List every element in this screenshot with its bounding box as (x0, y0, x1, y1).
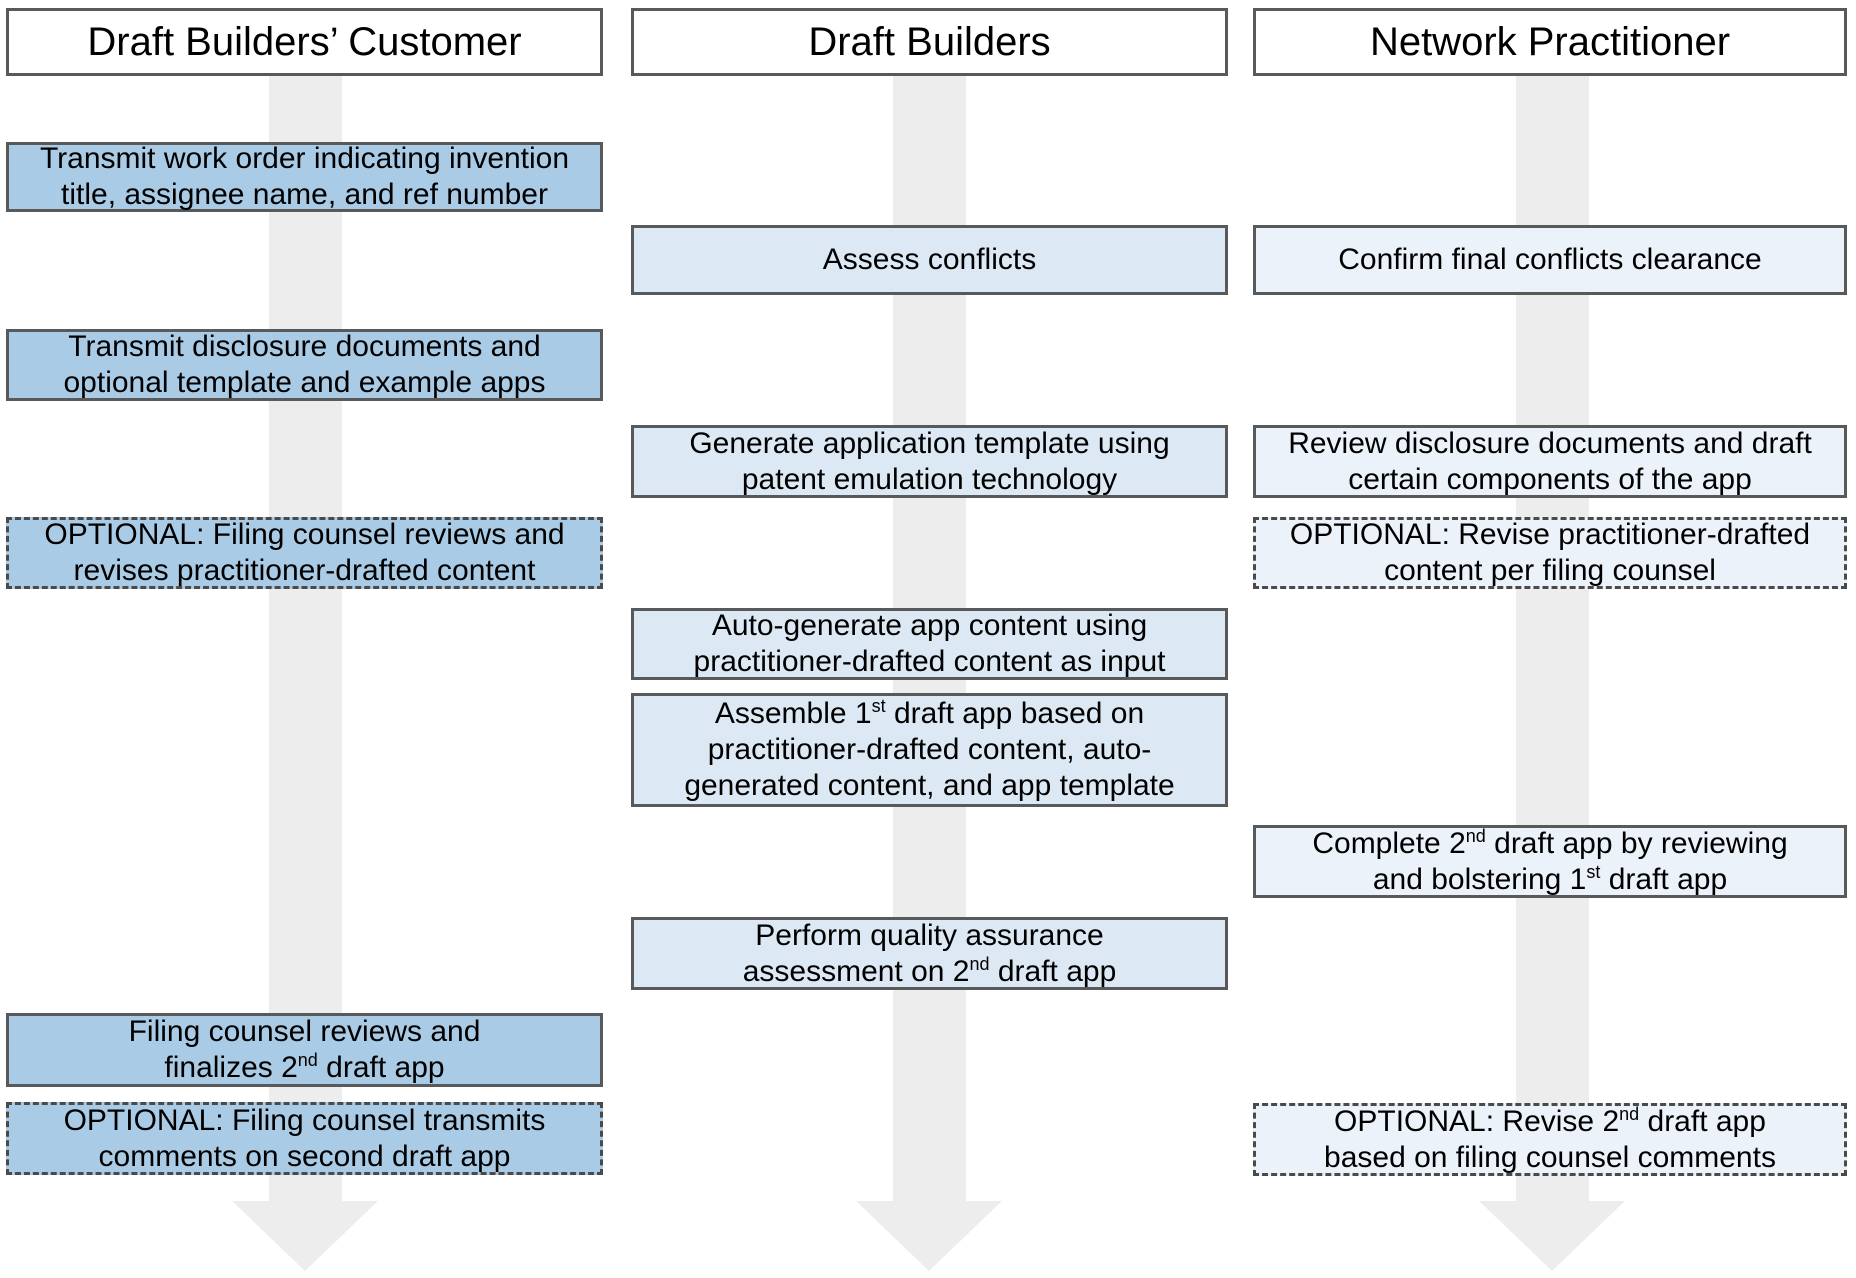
customer-flow-arrow-shaft (269, 70, 342, 1201)
column-header-network-practitioner: Network Practitioner (1253, 8, 1847, 76)
step-confirm-conflicts-clearance: Confirm final conflicts clearance (1253, 225, 1847, 295)
step-transmit-work-order: Transmit work order indicating invention… (6, 142, 603, 212)
customer-flow-arrow-head-icon (232, 1201, 378, 1271)
draft-builders-flow-arrow-head-icon (856, 1201, 1002, 1271)
column-header-draft-builders: Draft Builders (631, 8, 1228, 76)
step-assess-conflicts: Assess conflicts (631, 225, 1228, 295)
practitioner-flow-arrow-head-icon (1479, 1201, 1625, 1271)
column-header-customer: Draft Builders’ Customer (6, 8, 603, 76)
